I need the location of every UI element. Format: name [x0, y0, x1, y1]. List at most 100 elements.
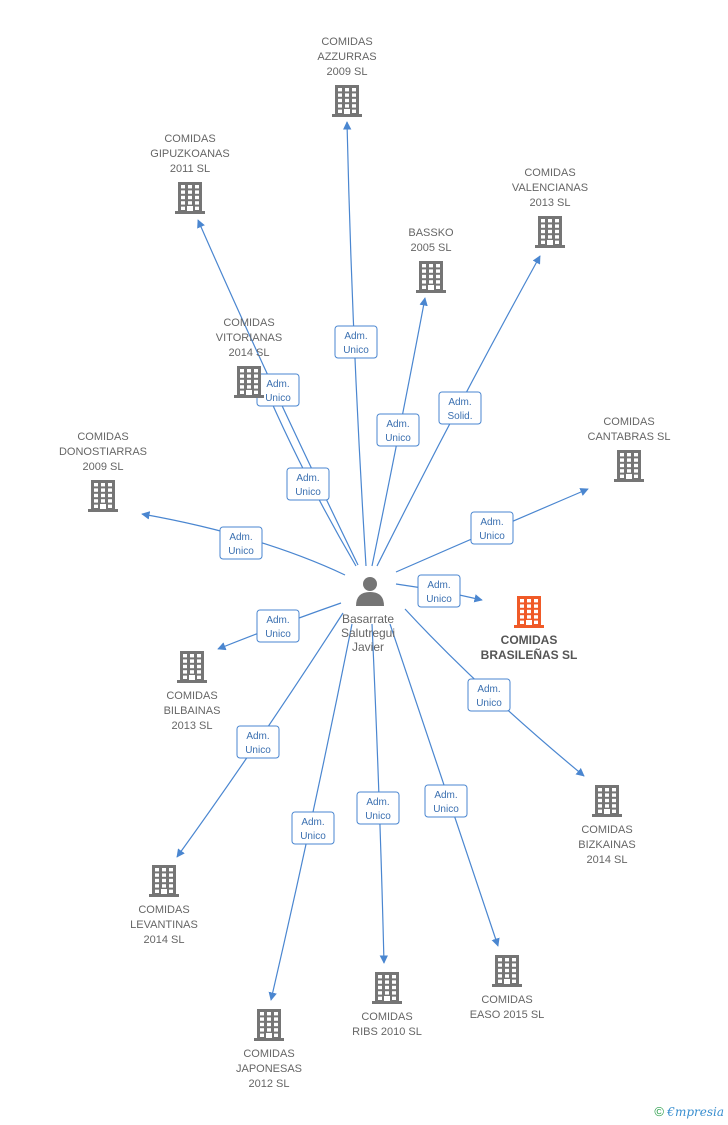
edge-label-bizkainas[interactable]: Adm. Unico	[467, 678, 511, 712]
edge-label-line: Adm.	[366, 797, 389, 808]
building-icon[interactable]	[234, 366, 264, 398]
edge-label-line: Adm.	[301, 817, 324, 828]
edge-label-line: Adm.	[266, 615, 289, 626]
building-icon[interactable]	[535, 216, 565, 248]
building-icon[interactable]	[149, 865, 179, 897]
edge-label-line: Unico	[385, 433, 411, 444]
edge-label-levantinas[interactable]: Adm.Unico	[236, 725, 280, 759]
edge-label-box	[376, 413, 420, 447]
node-label: COMIDAS	[581, 824, 632, 836]
node-label: BASSKO	[408, 227, 454, 239]
edge-label-donostiarras[interactable]: Adm.Unico	[219, 526, 263, 560]
building-icon[interactable]	[614, 450, 644, 482]
building-icon[interactable]	[514, 596, 544, 628]
building-icon[interactable]	[416, 261, 446, 293]
person-label: Basarrate	[342, 612, 394, 626]
edge-label-line: Unico	[476, 698, 502, 709]
edge-label-line: Unico	[300, 831, 326, 842]
node-label: COMIDAS	[481, 994, 532, 1006]
edge-label-bilbainas[interactable]: Adm. Unico	[256, 609, 300, 643]
edge-label-gipuzkoanas[interactable]: Adm.Unico	[286, 467, 330, 501]
node-label: 2014 SL	[229, 347, 270, 359]
person-label: Salutregui	[341, 626, 395, 640]
edge-label-vitorianas[interactable]: Adm.Unico	[256, 373, 300, 407]
node-label: 2011 SL	[170, 163, 210, 175]
edge-label-line: Adm.	[477, 684, 500, 695]
edge-label-japonesas[interactable]: Adm. Unico	[291, 811, 335, 845]
edges-layer	[141, 121, 589, 1001]
brand-logo[interactable]: €mpresia	[667, 1105, 724, 1119]
brand-name: mpresia	[674, 1105, 724, 1119]
node-label: BILBAINAS	[164, 705, 221, 717]
edge-label-brasilenas[interactable]: Adm.Unico	[417, 574, 461, 608]
edge-label-box	[438, 391, 482, 425]
node-label: JAPONESAS	[236, 1063, 302, 1075]
brand-initial: €	[667, 1105, 675, 1119]
edge-label-bassko[interactable]: Adm.Unico	[376, 413, 420, 447]
edge-label-box	[424, 784, 468, 818]
edge-label-ribs[interactable]: Adm.Unico	[356, 791, 400, 825]
node-bilbainas[interactable]: COMIDAS BILBAINAS 2013 SL	[164, 651, 221, 732]
edge-label-valencianas[interactable]: Adm.Solid.	[438, 391, 482, 425]
node-label: 2013 SL	[172, 720, 213, 732]
node-label: VITORIANAS	[216, 332, 282, 344]
node-label: DONOSTIARRAS	[59, 446, 147, 458]
building-icon[interactable]	[332, 85, 362, 117]
building-icon[interactable]	[88, 480, 118, 512]
node-label: COMIDAS	[243, 1048, 294, 1060]
edge-japonesas	[268, 623, 353, 1001]
edge-label-line: Adm.	[480, 517, 503, 528]
edge-label-line: Adm.	[296, 473, 319, 484]
node-label: 2005 SL	[411, 242, 452, 254]
edge-label-easo[interactable]: Adm. Unico	[424, 784, 468, 818]
node-label: 2014 SL	[587, 854, 628, 866]
node-label: COMIDAS	[524, 167, 575, 179]
edge-label-line: Adm.	[434, 790, 457, 801]
building-icon[interactable]	[175, 182, 205, 214]
edge-label-box	[286, 467, 330, 501]
edge-label-box	[256, 609, 300, 643]
edge-label-azzurras[interactable]: Adm.Unico	[334, 325, 378, 359]
edge-label-line: Adm.	[427, 580, 450, 591]
node-label: VALENCIANAS	[512, 182, 588, 194]
node-label: LEVANTINAS	[130, 919, 198, 931]
edge-label-box	[219, 526, 263, 560]
node-label: 2009 SL	[327, 66, 368, 78]
edge-label-cantabras[interactable]: Adm. Unico	[470, 511, 514, 545]
node-label: COMIDAS	[166, 690, 217, 702]
node-label: COMIDAS	[501, 633, 558, 647]
building-icon[interactable]	[372, 972, 402, 1004]
edge-label-line: Unico	[265, 629, 291, 640]
person-icon[interactable]	[356, 577, 384, 606]
node-label: COMIDAS	[138, 904, 189, 916]
node-label: GIPUZKOANAS	[150, 148, 229, 160]
node-label: COMIDAS	[77, 431, 128, 443]
edge-label-line: Adm.	[448, 397, 471, 408]
edge-label-line: Unico	[479, 531, 505, 542]
edge-label-line: Unico	[343, 345, 369, 356]
node-valencianas[interactable]: COMIDAS VALENCIANAS 2013 SL	[512, 167, 588, 248]
edge-labels-layer: Adm.UnicoAdm.UnicoAdm.UnicoAdm.UnicoAdm.…	[219, 325, 514, 845]
building-icon[interactable]	[592, 785, 622, 817]
edge-label-box	[417, 574, 461, 608]
building-icon[interactable]	[177, 651, 207, 683]
building-icon[interactable]	[492, 955, 522, 987]
person-label: Javier	[352, 640, 384, 654]
node-label: 2013 SL	[530, 197, 571, 209]
building-icon[interactable]	[254, 1009, 284, 1041]
node-bassko[interactable]: BASSKO 2005 SL	[408, 227, 454, 293]
edge-label-line: Unico	[433, 804, 459, 815]
